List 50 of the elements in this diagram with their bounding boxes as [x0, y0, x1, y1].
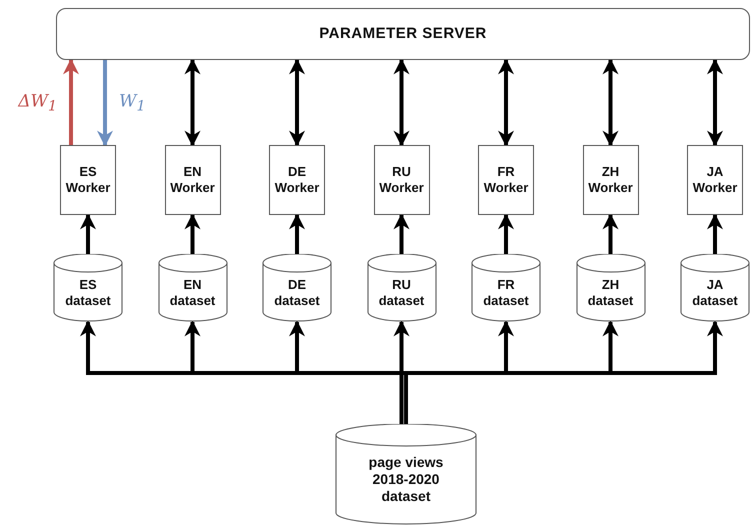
- database-cylinder: [366, 254, 436, 322]
- arrow: [394, 213, 410, 254]
- database-cylinder: [53, 254, 123, 322]
- database-cylinder: [576, 254, 646, 322]
- node-label: DE dataset: [273, 277, 321, 309]
- node-label: FR dataset: [482, 277, 530, 309]
- database-cylinder: [262, 254, 332, 322]
- worker-box: [164, 145, 220, 215]
- node-label: ES Worker: [64, 164, 112, 196]
- server-box: [56, 8, 750, 60]
- node-label: DE Worker: [274, 164, 320, 196]
- arrow: [602, 213, 618, 254]
- worker-box: [582, 145, 638, 215]
- node-label: page views 2018-2020 dataset: [368, 454, 444, 505]
- node-label: ZH dataset: [586, 277, 634, 309]
- node-label: ZH Worker: [587, 164, 634, 196]
- node-label: EN Worker: [169, 164, 216, 196]
- database-cylinder: [335, 424, 477, 525]
- arrow: [498, 58, 514, 147]
- worker-box: [60, 145, 116, 215]
- node-label: JA Worker: [692, 164, 738, 196]
- edge-label: W$_{1}$: [119, 90, 146, 114]
- edge-label: ΔW$_{1}$: [18, 90, 57, 114]
- arrow: [63, 58, 79, 145]
- node-label: RU Worker: [378, 164, 425, 196]
- node-label: PARAMETER SERVER: [319, 25, 487, 43]
- database-cylinder: [680, 254, 750, 322]
- worker-box: [687, 145, 743, 215]
- arrow: [602, 58, 618, 147]
- node-label: JA dataset: [691, 277, 739, 309]
- arrow: [707, 58, 723, 147]
- arrow: [97, 60, 113, 147]
- arrow: [184, 213, 200, 254]
- arrow: [498, 213, 514, 254]
- node-label: EN dataset: [168, 277, 216, 309]
- node-label: FR Worker: [482, 164, 530, 196]
- arrow: [289, 213, 305, 254]
- arrow: [707, 213, 723, 254]
- database-cylinder: [158, 254, 228, 322]
- node-label: ES dataset: [64, 277, 112, 309]
- arrow: [80, 213, 96, 254]
- worker-box: [478, 145, 534, 215]
- worker-box: [374, 145, 430, 215]
- arrow: [184, 58, 200, 147]
- arrow: [394, 58, 410, 147]
- worker-box: [269, 145, 325, 215]
- arrow: [394, 320, 410, 424]
- database-cylinder: [471, 254, 541, 322]
- arrow: [289, 58, 305, 147]
- node-label: RU dataset: [378, 277, 426, 309]
